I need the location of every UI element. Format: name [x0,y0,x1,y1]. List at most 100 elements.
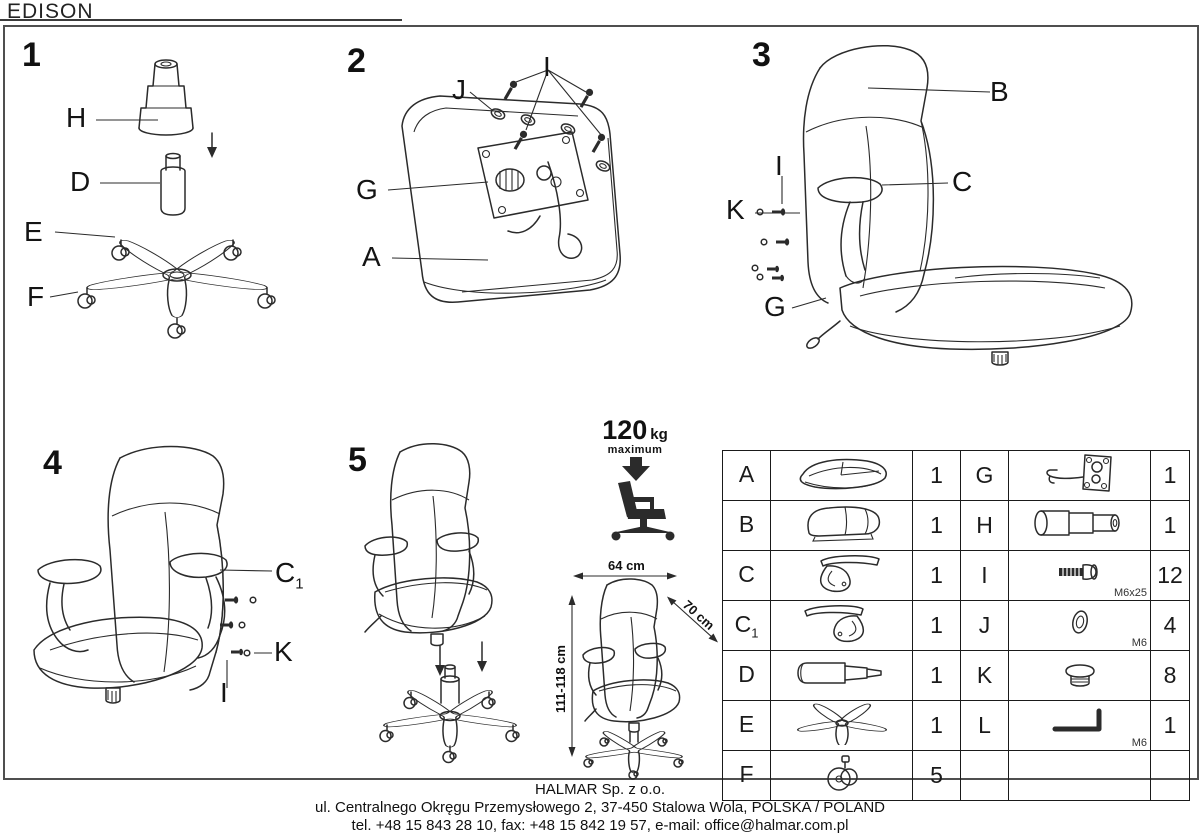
allen-key-icon [1052,708,1101,732]
step-5-diagram [364,443,520,764]
table-row: B 1 H 1 [722,500,1190,551]
table-row: D 1 K 8 [722,650,1190,701]
telescopic-cover-drawing [138,59,194,136]
caster-drawings [77,239,276,339]
part-spec: M6 [1131,637,1147,649]
gas-lift-icon [796,662,882,684]
label-A: A [362,241,381,272]
leader-lines [49,119,160,298]
part-letter: E [722,700,771,751]
gas-lift-drawing [160,152,186,216]
footer-address: ul. Centralnego Okręgu Przemysłowego 2, … [314,799,885,816]
leader-lines [755,87,991,309]
part-qty: 1 [912,550,961,601]
step-4-number: 4 [43,444,62,482]
label-K: K [274,636,293,667]
part-letter: C [722,550,771,601]
part-letter: D [722,650,771,701]
part-qty: 8 [1150,650,1190,701]
part-qty: 1 [912,600,961,651]
page-title: EDISON [7,0,94,23]
part-qty: 1 [1150,500,1190,551]
label-G: G [356,174,378,205]
part-spec: M6x25 [1113,587,1147,599]
dimension-chair-drawing [582,578,684,780]
part-letter: K [960,650,1009,701]
table-row: C 1 I M6x25 12 [722,550,1190,601]
cap-icon [1064,664,1095,687]
step-3-number: 3 [752,36,771,74]
screw-and-washer-icons [751,208,790,282]
label-H: H [66,102,87,133]
chair-upper-drawing [364,443,493,647]
step-4-diagram [33,445,273,704]
title-rule [0,19,402,21]
table-row: E 1 L M6 [722,700,1190,751]
screw-and-washer-icons [220,596,257,657]
table-row: A 1 G 1 [722,450,1190,501]
label-I: I [775,150,783,181]
base-star-drawing [86,240,268,318]
mechanism-icon [1045,454,1112,492]
down-arrow-icon [207,132,217,158]
label-F: F [27,281,45,312]
screw-icon [1058,564,1098,580]
content-border [3,25,1199,780]
base-with-lift-drawing [379,664,520,764]
part-qty: 1 [912,450,961,501]
label-J: J [452,74,466,105]
leader-lines [387,69,603,261]
telescopic-cover-icon [1033,510,1120,536]
label-B: B [990,76,1009,107]
table-row: F 5 [722,750,1190,801]
chair-front-drawing [33,445,228,704]
step-1-number: 1 [22,36,41,74]
depth-dimension: 70 cm [680,597,717,633]
backrest-icon [806,506,880,542]
caster-icon [826,755,858,791]
part-letter: B [722,500,771,551]
part-letter [960,750,1009,801]
label-I: I [543,51,551,82]
dimensions-diagram: 64 cm 111-118 cm 70 cm [555,558,718,780]
part-qty: 1 [912,500,961,551]
width-dimension: 64 cm [608,558,645,573]
part-spec: M6 [1131,737,1147,749]
weight-limit-note: maximum [607,444,663,456]
label-I: I [220,677,228,708]
part-letter: L [960,700,1009,751]
leader-lines [219,569,273,688]
step-1-diagram [49,59,276,339]
footer-company: HALMAR Sp. z o.o. [534,781,666,798]
parts-table: A 1 G 1 B [722,450,1190,801]
label-C: C [952,166,973,197]
washer-icons [490,108,611,172]
label-C1: C1 [275,557,304,593]
footer: HALMAR Sp. z o.o. ul. Centralnego Okręgu… [0,781,1200,834]
part-qty [1150,750,1190,801]
part-qty: 1 [1150,700,1190,751]
height-dimension: 111-118 cm [555,645,568,713]
label-D: D [70,166,91,197]
part-letter: C1 [722,600,771,651]
washer-icon [1071,610,1088,634]
step-2-diagram [387,69,621,303]
weight-chair-icon [611,457,675,541]
label-K: K [726,194,745,225]
part-letter: H [960,500,1009,551]
part-qty: 5 [912,750,961,801]
footer-contact: tel. +48 15 843 28 10, fax: +48 15 842 1… [351,817,849,834]
part-letter: A [722,450,771,501]
seat-drawing [401,95,621,303]
step-3-diagram [751,44,1133,366]
chair-side-drawing [802,44,1133,366]
part-qty: 12 [1150,550,1190,601]
part-qty: 1 [1150,450,1190,501]
label-E: E [24,216,43,247]
mechanism-drawing [477,131,589,234]
armrest-left-icon [803,605,864,643]
part-qty: 4 [1150,600,1190,651]
